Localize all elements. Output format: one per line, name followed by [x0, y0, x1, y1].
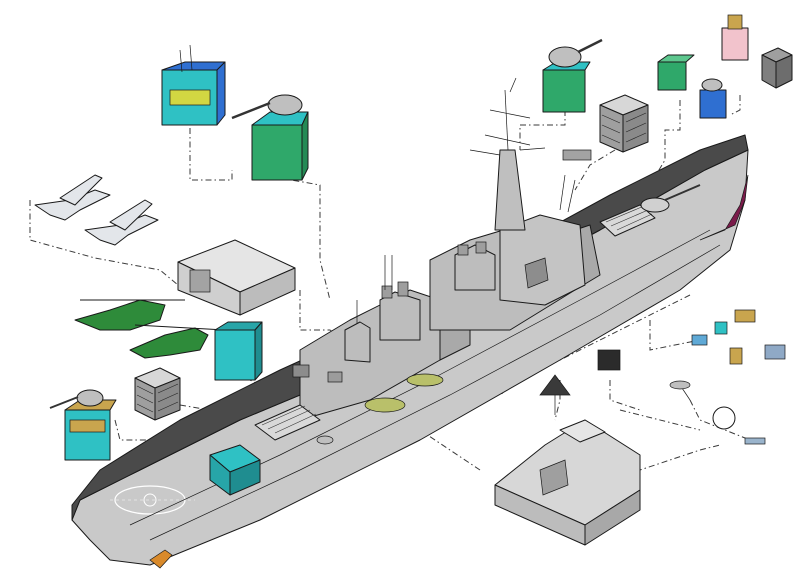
hangar-module-icon [177, 239, 296, 316]
helicopter-icon [74, 299, 226, 359]
fixed-wing-aircraft-icon [34, 174, 159, 246]
gun-turret-module-icon [231, 94, 309, 181]
hangar-deck-module [209, 444, 261, 496]
ship-superstructure [292, 77, 601, 421]
bridge-deckhouse-icon [494, 374, 641, 546]
forward-vls-deck [599, 204, 656, 237]
bow-gun-module-icon [542, 38, 603, 113]
deck-weapons [209, 184, 701, 496]
forward-vls-module-icon [562, 94, 649, 161]
sensor-module-icon [657, 14, 793, 119]
twin-stack-module-icon [161, 44, 226, 126]
deckhouse-module-icon [214, 321, 263, 381]
aft-gun-module-icon [49, 389, 117, 461]
aft-vls-deck [254, 404, 321, 441]
electronics-equipment-icon [597, 309, 786, 445]
vls-cell-module-icon [134, 367, 181, 421]
bow-gun-deck [640, 184, 701, 213]
